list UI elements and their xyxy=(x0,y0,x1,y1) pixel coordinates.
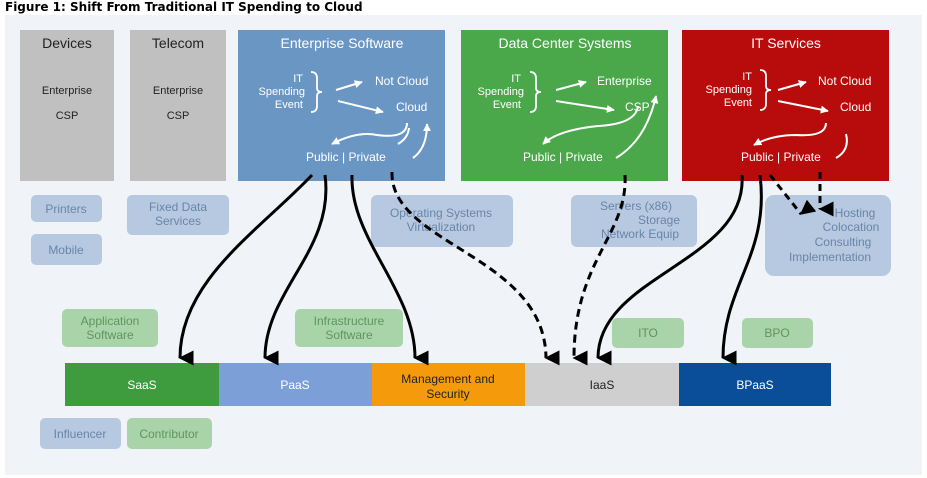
infrastructure-line2: Software xyxy=(325,328,373,342)
dc-public-private: Public | Private xyxy=(523,150,603,164)
saas-label: SaaS xyxy=(127,378,156,392)
devices-csp: CSP xyxy=(56,110,79,122)
contributor-legend: Contributor xyxy=(127,418,212,449)
servers-line3: Network Equip xyxy=(601,227,679,241)
figure-caption: Figure 1: Shift From Traditional IT Spen… xyxy=(5,0,363,14)
hosting-line2: Colocation xyxy=(823,220,880,234)
application-line2: Software xyxy=(86,328,134,342)
cloud-layer-bar: SaaS PaaS Management and Security IaaS B… xyxy=(65,363,831,406)
iaas-label: IaaS xyxy=(590,378,615,392)
dc-enterprise: Enterprise xyxy=(597,74,652,88)
hosting-line4: Implementation xyxy=(789,250,871,264)
iaas-segment xyxy=(525,363,679,406)
es-not-cloud: Not Cloud xyxy=(375,74,428,88)
bpo-label: BPO xyxy=(764,326,789,340)
ito-label: ITO xyxy=(638,326,658,340)
it-services-box xyxy=(682,30,889,181)
mgmt-line2: Security xyxy=(426,387,469,401)
mgmt-line1: Management and xyxy=(401,372,494,386)
flow-arrows xyxy=(178,171,834,366)
its-not-cloud: Not Cloud xyxy=(818,74,871,88)
arrow-es-to-mgmt xyxy=(350,174,429,366)
printers-box: Printers xyxy=(31,195,102,222)
mobile-label: Mobile xyxy=(48,243,84,257)
arrow-dc-to-iaas xyxy=(572,174,627,366)
telecom-box xyxy=(130,30,226,181)
it-services-column: IT Services IT Spending Event Not Cloud … xyxy=(682,30,889,181)
its-event-line2: Spending xyxy=(706,84,753,96)
infrastructure-software-box: Infrastructure Software xyxy=(295,309,403,347)
its-public-private: Public | Private xyxy=(741,150,821,164)
servers-box: Servers (x86) Storage Network Equip xyxy=(571,195,697,247)
dc-event-line2: Spending xyxy=(478,86,525,98)
dc-brace xyxy=(529,71,542,113)
its-brace xyxy=(759,69,772,111)
arrow-es-to-iaas xyxy=(390,171,560,366)
paas-segment xyxy=(219,363,372,406)
dc-event-line1: IT xyxy=(511,73,521,85)
paas-label: PaaS xyxy=(280,378,309,392)
enterprise-software-title: Enterprise Software xyxy=(281,35,404,51)
arrow-its-to-iaas xyxy=(596,174,744,366)
devices-title: Devices xyxy=(42,35,92,51)
servers-line1: Servers (x86) xyxy=(600,199,672,213)
infrastructure-line1: Infrastructure xyxy=(314,314,385,328)
telecom-column: Telecom Enterprise CSP xyxy=(130,30,226,181)
data-center-column: Data Center Systems IT Spending Event En… xyxy=(461,30,668,181)
enterprise-software-column: Enterprise Software IT Spending Event No… xyxy=(238,30,445,181)
mgmt-segment xyxy=(372,363,525,406)
hosting-line1: Hosting xyxy=(835,206,876,220)
mobile-box: Mobile xyxy=(31,234,102,265)
arrow-its-to-bpaas xyxy=(721,174,763,366)
bpaas-label: BPaaS xyxy=(736,378,773,392)
fixed-data-line1: Fixed Data xyxy=(149,200,207,214)
ito-box: ITO xyxy=(612,318,684,348)
os-line2: Virtualization xyxy=(407,220,475,234)
devices-enterprise: Enterprise xyxy=(42,85,92,97)
application-line1: Application xyxy=(81,314,140,328)
its-cloud: Cloud xyxy=(840,100,871,114)
devices-column: Devices Enterprise CSP xyxy=(20,30,114,181)
influencer-label: Influencer xyxy=(54,427,107,441)
its-event-line3: Event xyxy=(724,97,752,109)
fixed-data-services-box: Fixed Data Services xyxy=(127,195,229,235)
bpaas-segment xyxy=(679,363,831,406)
it-services-title: IT Services xyxy=(751,35,821,51)
hosting-line3: Consulting xyxy=(815,235,872,249)
data-center-box xyxy=(461,30,668,181)
es-event-line3: Event xyxy=(275,99,303,111)
arrow-es-to-saas xyxy=(178,173,314,366)
bpo-box: BPO xyxy=(742,318,813,348)
printers-label: Printers xyxy=(45,202,86,216)
enterprise-software-box xyxy=(238,30,445,181)
influencer-legend: Influencer xyxy=(40,418,121,449)
servers-line2: Storage xyxy=(638,213,680,227)
hosting-box: Hosting Colocation Consulting Implementa… xyxy=(765,195,891,276)
es-public-private: Public | Private xyxy=(306,150,386,164)
es-event-line1: IT xyxy=(293,73,303,85)
data-center-title: Data Center Systems xyxy=(498,35,631,51)
its-event-line1: IT xyxy=(742,71,752,83)
es-brace xyxy=(310,71,323,113)
dc-event-line3: Event xyxy=(493,99,521,111)
saas-segment xyxy=(65,363,219,406)
es-event-line2: Spending xyxy=(259,86,306,98)
devices-box xyxy=(20,30,114,181)
es-cloud: Cloud xyxy=(396,100,427,114)
application-software-box: Application Software xyxy=(62,309,158,347)
fixed-data-line2: Services xyxy=(155,214,201,228)
contributor-label: Contributor xyxy=(139,427,198,441)
telecom-csp: CSP xyxy=(167,110,190,122)
arrow-es-to-paas xyxy=(263,174,328,366)
telecom-title: Telecom xyxy=(152,35,204,51)
telecom-enterprise: Enterprise xyxy=(153,85,203,97)
arrow-its-to-hosting-1 xyxy=(768,174,817,215)
operating-systems-box: Operating Systems Virtualization xyxy=(371,195,513,247)
